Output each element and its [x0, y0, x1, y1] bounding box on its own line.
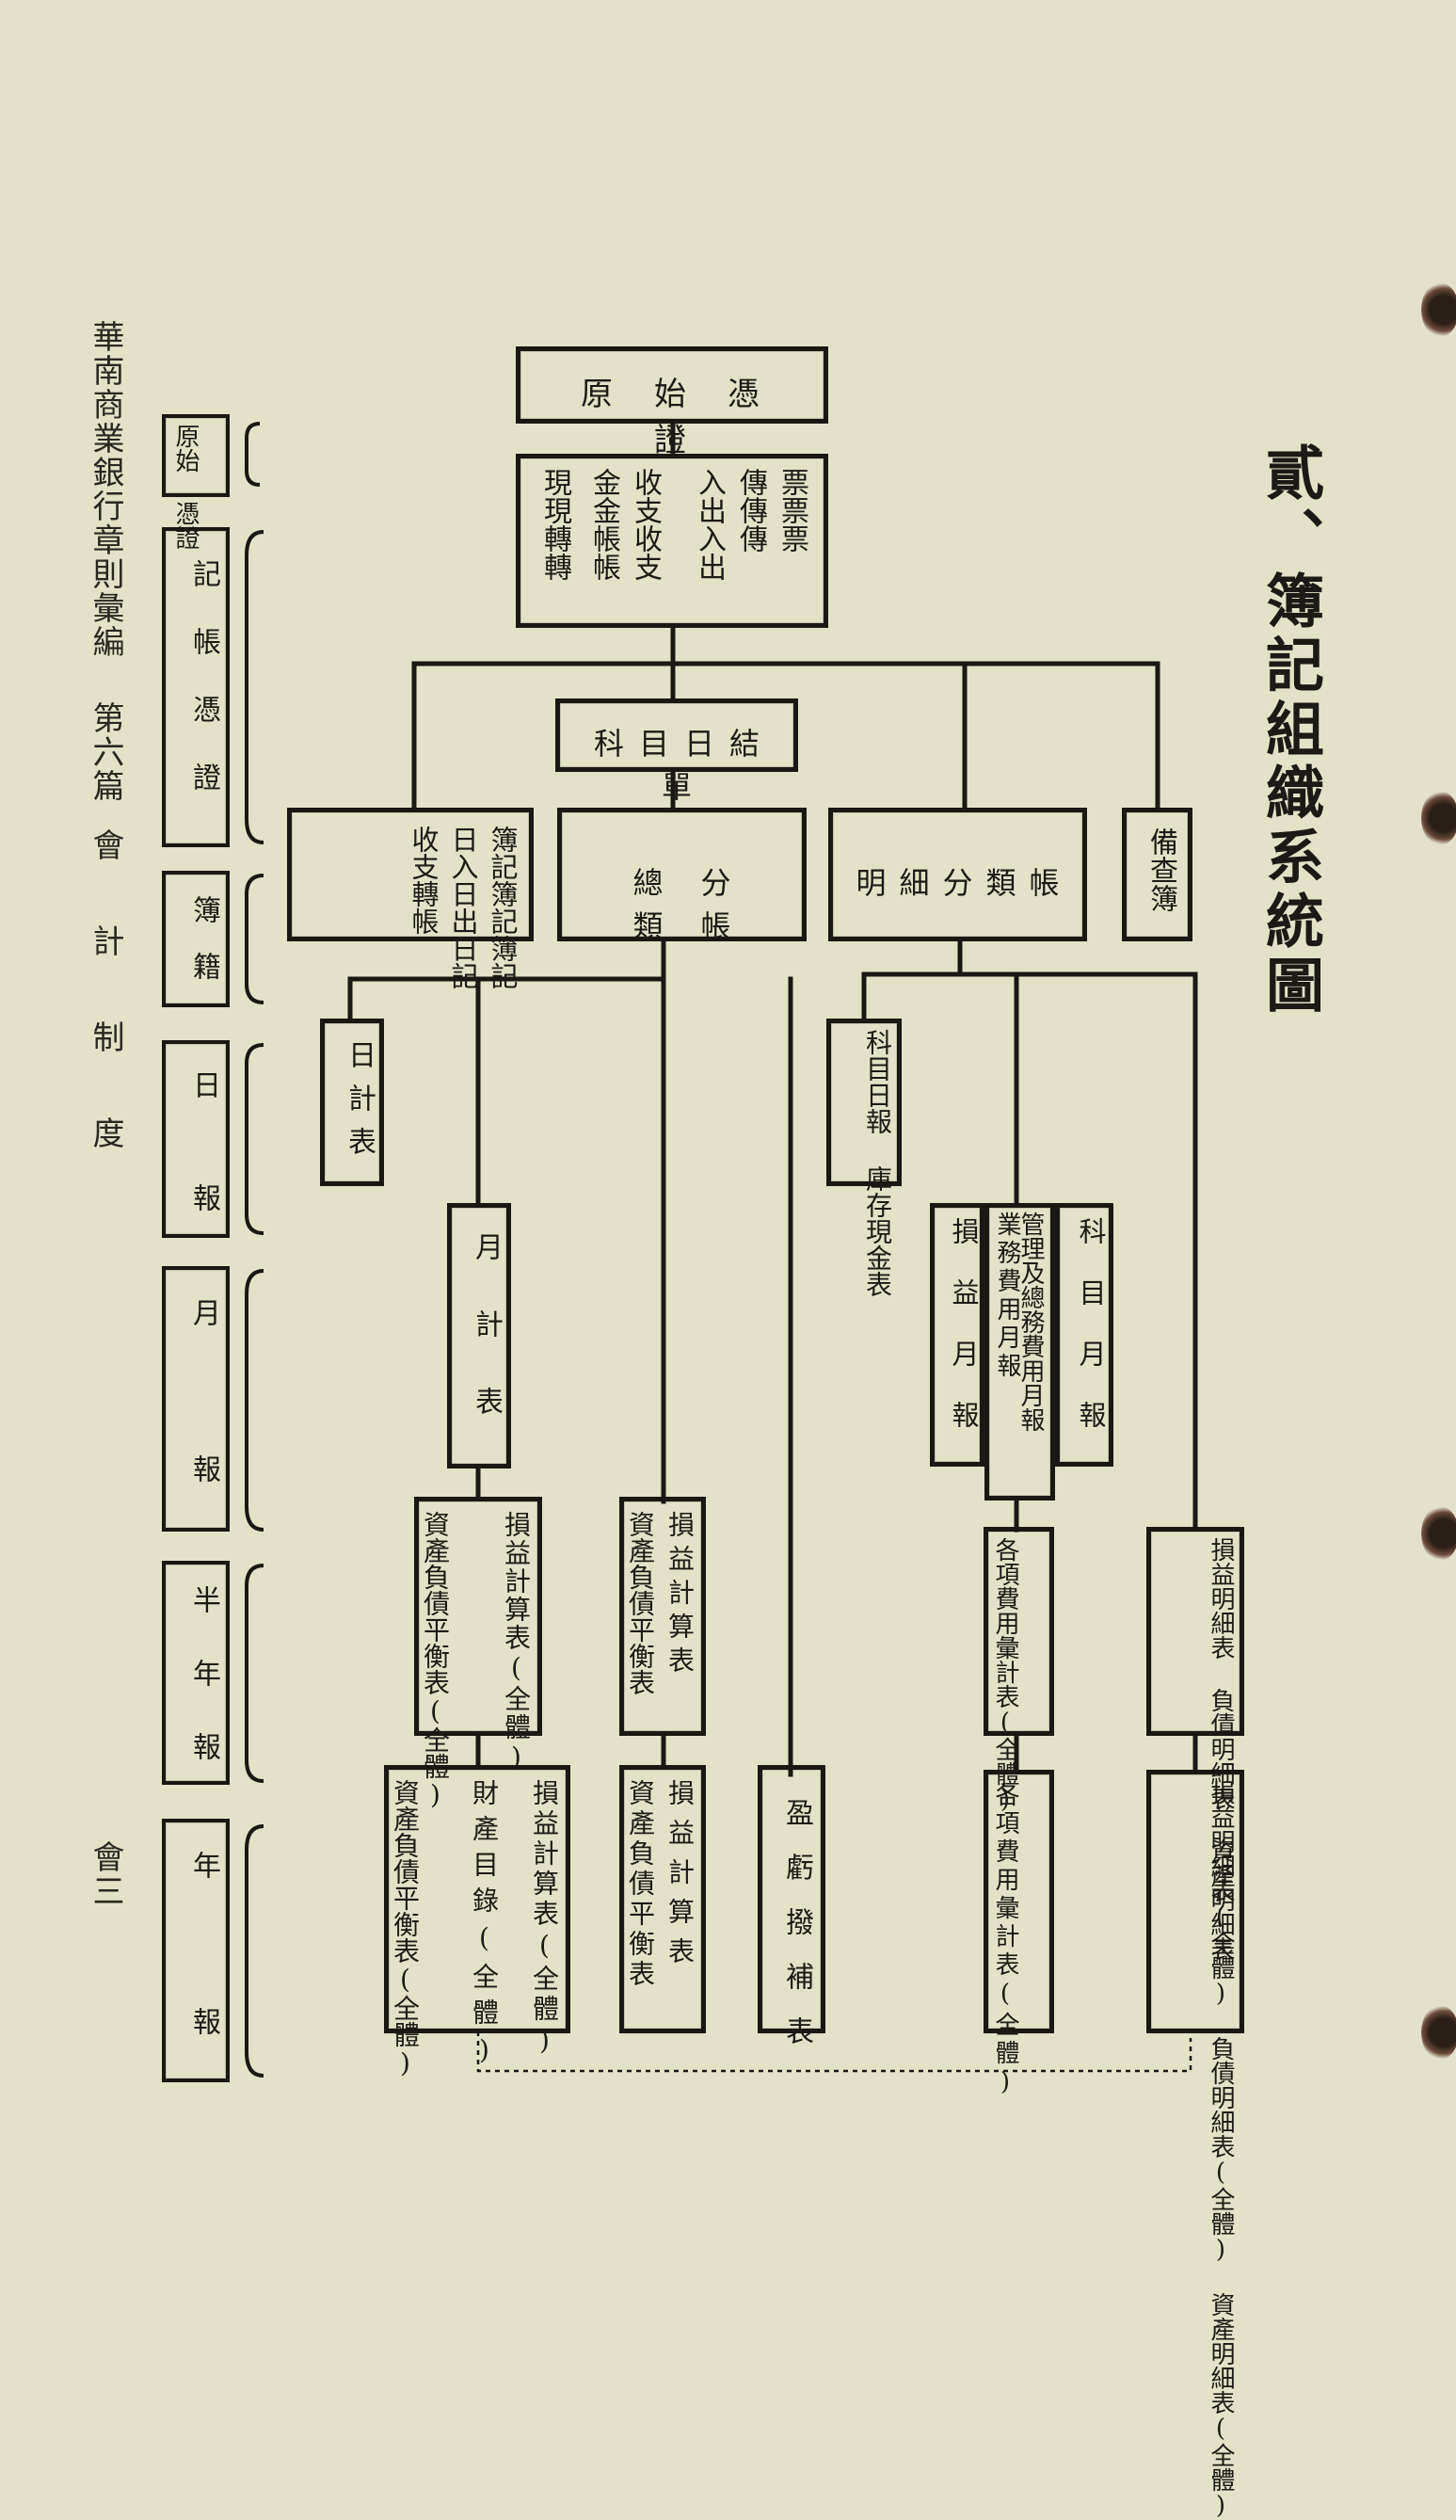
- node-year-yingkui-bobu: 盈虧撥補表: [758, 1765, 825, 2071]
- legend-bannianbao: 半年報: [162, 1561, 230, 1806]
- node-half-sunyi-zichan-all: 損益計算表(全體) 資產負債平衡表(全體): [414, 1497, 542, 1810]
- node-beicha-bu: 備查簿: [1122, 808, 1192, 941]
- node-riji-bu: 簿記簿記簿記 日入日出日記 收支轉帳: [287, 808, 534, 989]
- book-title: 華南商業銀行章則彙編: [87, 320, 124, 659]
- node-year-mingxi: 損益明細表(全體) 負債明細表(全體) 資產明細表(全體): [1146, 1770, 1244, 2520]
- node-riji-biao: 日計表: [320, 1019, 384, 1186]
- binder-ring-icon: [1421, 2005, 1456, 2060]
- legend-buji: 簿籍: [162, 871, 230, 1008]
- node-half-geixiang-feiyong: 各項費用彙計表(全體): [984, 1527, 1054, 1814]
- node-half-sunyi-zichan: 損益計算表 資產負債平衡表: [619, 1497, 706, 1736]
- node-yuanshi-pingzheng: 原始憑證: [516, 346, 828, 459]
- node-kemu-ribao: 科目日報 庫存現金表: [826, 1019, 902, 1297]
- diagram-title: 貳、簿記組織系統圖: [1256, 442, 1324, 1019]
- scanned-page: 華南商業銀行章則彙編 第六篇 會 計 制 度 會三 貳、簿記組織系統圖 原始 憑…: [87, 282, 1456, 2520]
- connector-lines: [245, 419, 1198, 2078]
- page-number: 會三: [87, 1840, 124, 1908]
- chapter-label: 第六篇: [87, 701, 124, 803]
- node-year-sunyi-zichan: 損益計算表 資產負債平衡表: [619, 1765, 706, 2033]
- chapter-title: 會 計 制 度: [87, 828, 124, 1162]
- binder-ring-icon: [1421, 1506, 1456, 1561]
- node-mingxi-fenlei-zhang: 明細分類帳: [828, 808, 1087, 941]
- node-year-geixiang-feiyong: 各項費用彙計表(全體): [984, 1770, 1054, 2100]
- binder-ring-icon: [1421, 282, 1456, 337]
- node-piao-box: 票票票 傳傳傳 入出入出 收支收支 金金帳帳 現現轉轉: [516, 454, 828, 628]
- legend-ribao: 日報: [162, 1040, 230, 1296]
- binder-ring-icon: [1421, 791, 1456, 845]
- node-zong-fenlei-zhang: 總分類帳: [557, 808, 807, 944]
- node-sunyi-yuebao: 損益月報: [930, 1203, 984, 1467]
- node-yueji-biao: 月計表: [447, 1203, 511, 1469]
- node-kemu-yuebao: 科目月報: [1055, 1203, 1113, 1467]
- legend-nianbao: 年報: [162, 1819, 230, 2163]
- legend-yuebao: 月報: [162, 1266, 230, 1611]
- node-kemu-rijie-dan: 科目日結單: [555, 698, 798, 805]
- legend-jizhang: 記帳憑證: [162, 527, 230, 847]
- node-yewu-guanli-yuebao: 管理及總務費用月報 業務費用月報: [984, 1203, 1055, 1501]
- node-year-sunyi-caichan-zichan: 損益計算表(全體) 財產目錄(全體) 資產負債平衡表(全體): [384, 1765, 570, 2079]
- node-half-mingxi: 損益明細表 負債明細表 資產明細表: [1146, 1527, 1244, 1961]
